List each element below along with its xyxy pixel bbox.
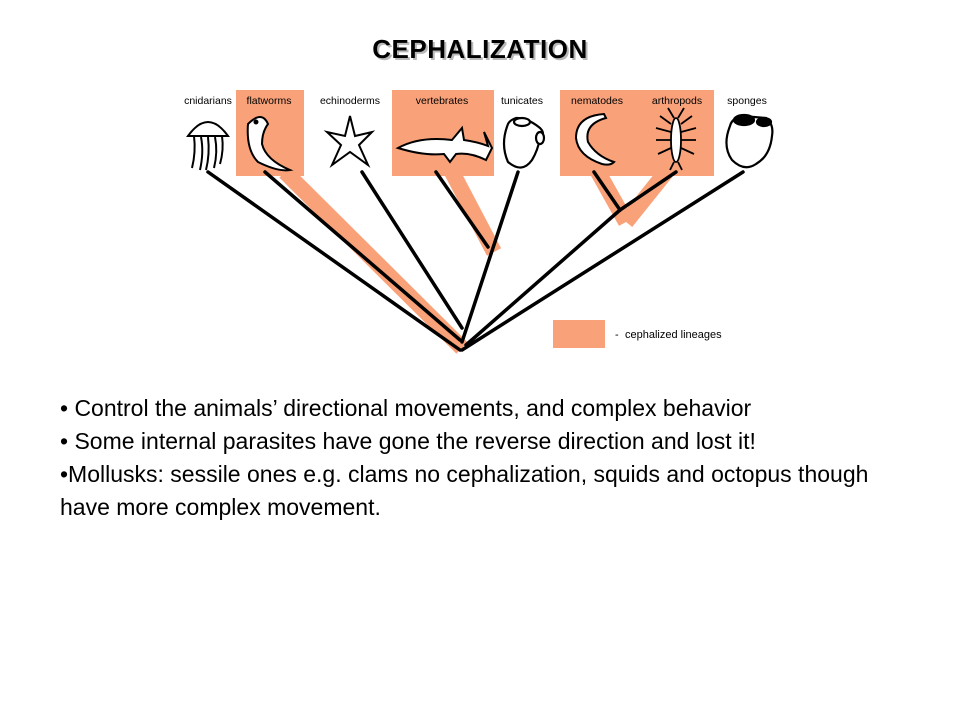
jellyfish-icon xyxy=(186,121,230,171)
legend-swatch xyxy=(553,320,605,348)
legend-dash: - xyxy=(615,329,619,341)
legend-label: cephalized lineages xyxy=(625,329,722,341)
shark-icon xyxy=(395,125,494,164)
taxon-label-sponges: sponges xyxy=(727,95,767,107)
taxon-label-flatworms: flatworms xyxy=(247,95,292,107)
arthropod-icon xyxy=(655,107,697,171)
tunicate-icon xyxy=(502,116,546,169)
nematode-icon xyxy=(574,112,616,166)
phylogeny-branches xyxy=(206,170,745,352)
slide-title: CEPHALIZATION xyxy=(372,34,588,64)
taxon-label-arthropods: arthropods xyxy=(652,95,702,107)
taxon-label-tunicates: tunicates xyxy=(501,95,543,107)
taxon-label-echinoderms: echinoderms xyxy=(320,95,380,107)
bullet-item: • Some internal parasites have gone the … xyxy=(60,427,756,454)
bullet-list: • Control the animals’ directional movem… xyxy=(60,392,900,524)
bullet-item: • Control the animals’ directional movem… xyxy=(60,395,752,421)
taxon-label-cnidarians: cnidarians xyxy=(184,95,232,107)
cephalized-lineage-shading xyxy=(279,166,673,354)
cephalization-tree-diagram: cnidarians flatworms echinoderms vertebr… xyxy=(184,90,774,354)
taxon-label-vertebrates: vertebrates xyxy=(416,95,469,107)
vertebrates-highlight xyxy=(392,90,494,176)
bullet-item: •Mollusks: sessile ones e.g. clams no ce… xyxy=(60,460,869,520)
sponge-icon xyxy=(725,113,774,169)
taxon-label-nematodes: nematodes xyxy=(571,95,623,107)
starfish-icon xyxy=(323,115,376,169)
flatworm-icon xyxy=(246,116,294,172)
